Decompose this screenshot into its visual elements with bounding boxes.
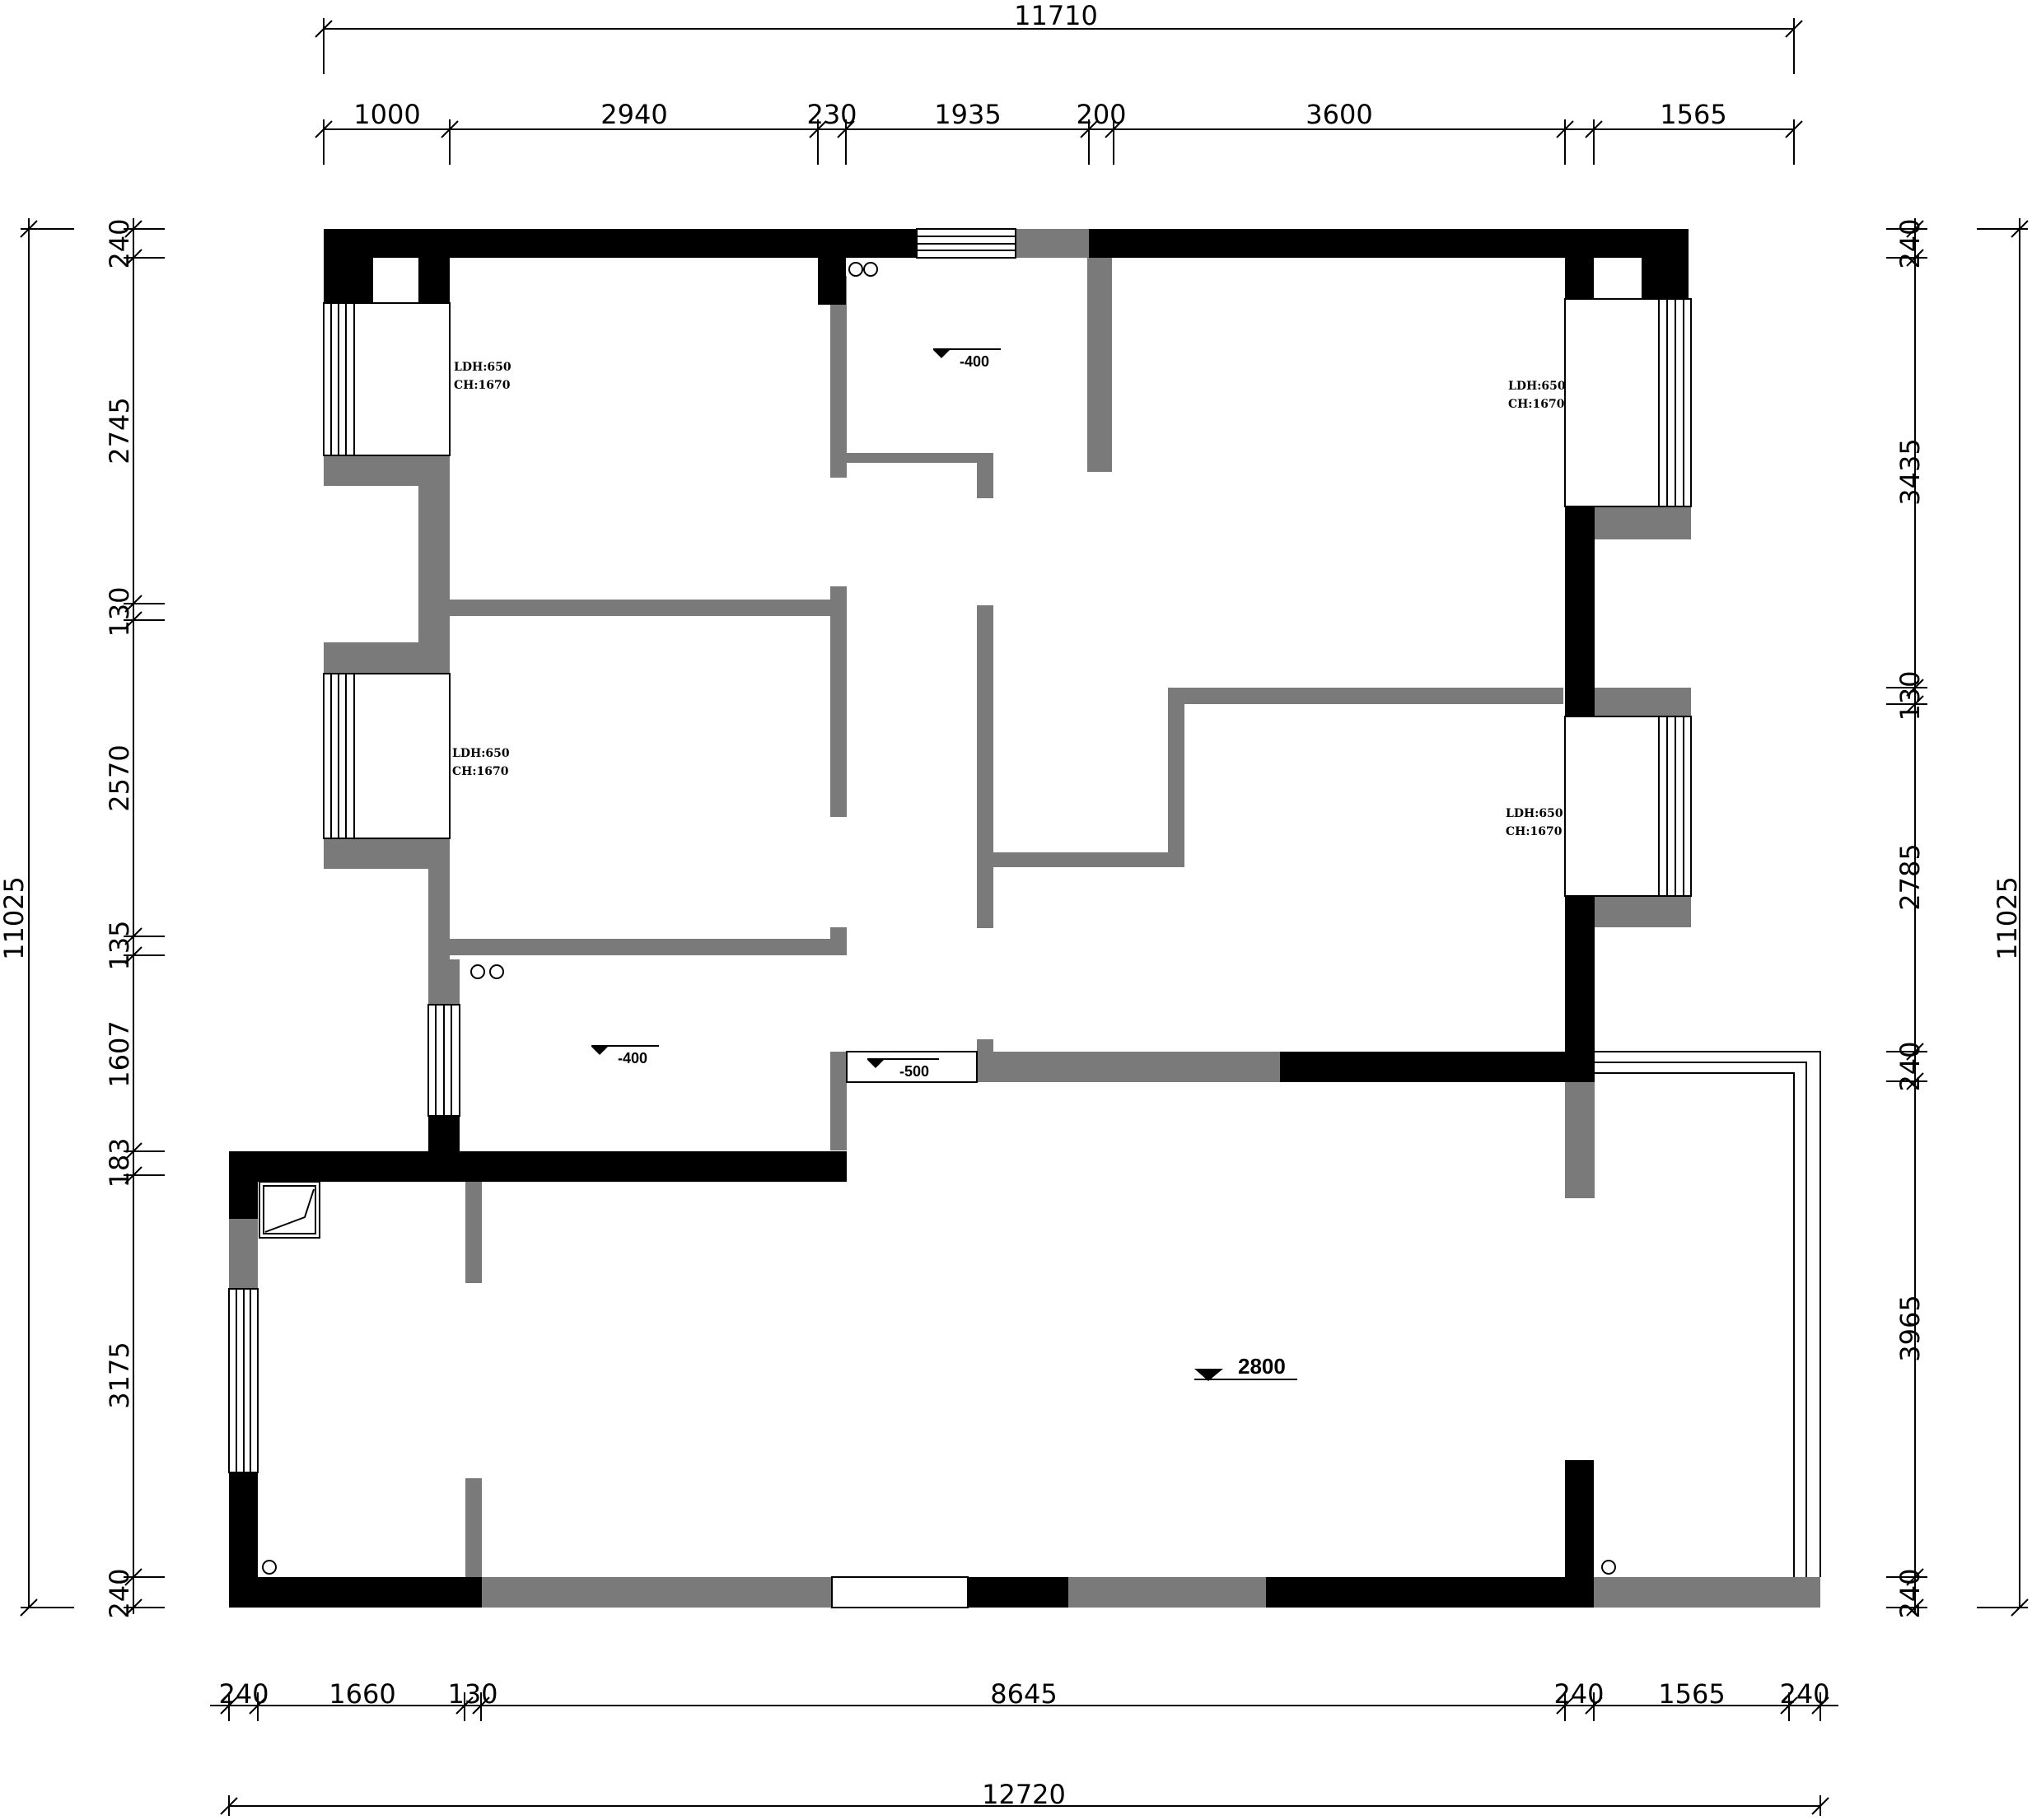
drain-icon — [470, 964, 485, 979]
top-total-dim: 11710 — [1014, 0, 1098, 31]
level-label: -400 — [618, 1050, 647, 1066]
window-annotations: LDH:650 CH:1670 LDH:650 CH:1670 LDH:650 … — [452, 361, 1566, 838]
right-total-dim: 11025 — [1992, 876, 2023, 960]
bath-window — [427, 1004, 460, 1117]
bottom-dim-1: 240 — [218, 1678, 269, 1710]
level-marker-step: -500 — [867, 1058, 939, 1080]
drain-icon — [863, 262, 878, 277]
top-dim-3: 230 — [806, 99, 857, 130]
left-dim-3: 130 — [104, 586, 135, 637]
left-dim-5: 135 — [104, 920, 135, 970]
drain-icon — [1601, 1560, 1616, 1575]
window-ldh-label: LDH:650 — [452, 747, 510, 760]
left-dim-1: 240 — [104, 218, 135, 268]
top-dim-2: 2940 — [600, 99, 667, 130]
windows — [228, 228, 1692, 1608]
left-dim-2: 2745 — [104, 397, 135, 464]
window-ch-label: CH:1670 — [452, 765, 509, 778]
dimension-lines — [20, 18, 2029, 1816]
balcony-rail — [1594, 1051, 1821, 1577]
right-dim-4: 2785 — [1894, 843, 1926, 910]
left-dim-9: 240 — [104, 1568, 135, 1618]
living-left-window — [228, 1288, 259, 1473]
step-strip — [846, 1051, 978, 1083]
bottom-total-dim: 12720 — [982, 1779, 1066, 1810]
top-window — [916, 228, 1016, 259]
left-dim-4: 2570 — [104, 744, 135, 811]
window-ldh-label: LDH:650 — [1508, 380, 1566, 393]
right-dim-1: 240 — [1894, 218, 1926, 268]
level-triangle-icon — [867, 1060, 884, 1068]
top-dim-1: 1000 — [353, 99, 420, 130]
left-total-dim: 11025 — [0, 876, 30, 960]
flue-icon — [259, 1181, 320, 1239]
partition-walls — [229, 229, 1820, 1608]
level-triangle-icon — [933, 350, 950, 358]
bottom-dim-4: 8645 — [990, 1678, 1057, 1710]
level-triangle-icon — [1194, 1369, 1223, 1381]
level-triangle-icon — [591, 1047, 608, 1055]
right-dim-6: 3965 — [1894, 1295, 1926, 1361]
top-dim-7: 1565 — [1660, 99, 1726, 130]
window-ch-label: CH:1670 — [454, 379, 511, 392]
bottom-opening — [831, 1576, 969, 1608]
structural-walls — [229, 229, 1689, 1608]
right-dim-2: 3435 — [1894, 438, 1926, 505]
right-dim-5: 240 — [1894, 1041, 1926, 1091]
drain-icon — [848, 262, 863, 277]
bay-window-mid-right — [1564, 716, 1692, 897]
fixtures — [259, 262, 1616, 1575]
bottom-dim-6: 1565 — [1658, 1678, 1725, 1710]
bottom-dim-7: 240 — [1779, 1678, 1829, 1710]
bay-window-top-right — [1564, 298, 1692, 507]
drain-icon — [262, 1560, 277, 1575]
top-dim-6: 3600 — [1306, 99, 1372, 130]
right-dim-3: 130 — [1894, 670, 1926, 721]
right-dim-7: 240 — [1894, 1568, 1926, 1618]
left-dim-7: 183 — [104, 1137, 135, 1188]
drain-icon — [489, 964, 504, 979]
left-dim-8: 3175 — [104, 1342, 135, 1408]
top-dim-5: 200 — [1076, 99, 1126, 130]
bay-window-top-left — [323, 302, 451, 456]
level-label: -400 — [960, 353, 989, 370]
level-label: -500 — [899, 1063, 929, 1080]
level-marker-ceiling: 2800 — [1194, 1354, 1297, 1381]
level-markers: -400 -400 -500 2800 — [591, 348, 1297, 1381]
level-label: 2800 — [1238, 1354, 1286, 1379]
window-ch-label: CH:1670 — [1508, 398, 1565, 411]
left-dim-6: 1607 — [104, 1020, 135, 1087]
level-marker-bath-top: -400 — [933, 348, 1001, 370]
window-ldh-label: LDH:650 — [454, 361, 512, 374]
window-ldh-label: LDH:650 — [1506, 807, 1563, 820]
bay-window-mid-left — [323, 673, 451, 839]
level-marker-bath-bottom: -400 — [591, 1045, 659, 1066]
window-ch-label: CH:1670 — [1506, 825, 1563, 838]
bottom-dim-5: 240 — [1553, 1678, 1604, 1710]
bottom-dim-3: 130 — [447, 1678, 497, 1710]
bottom-dim-2: 1660 — [329, 1678, 395, 1710]
top-dim-4: 1935 — [934, 99, 1001, 130]
